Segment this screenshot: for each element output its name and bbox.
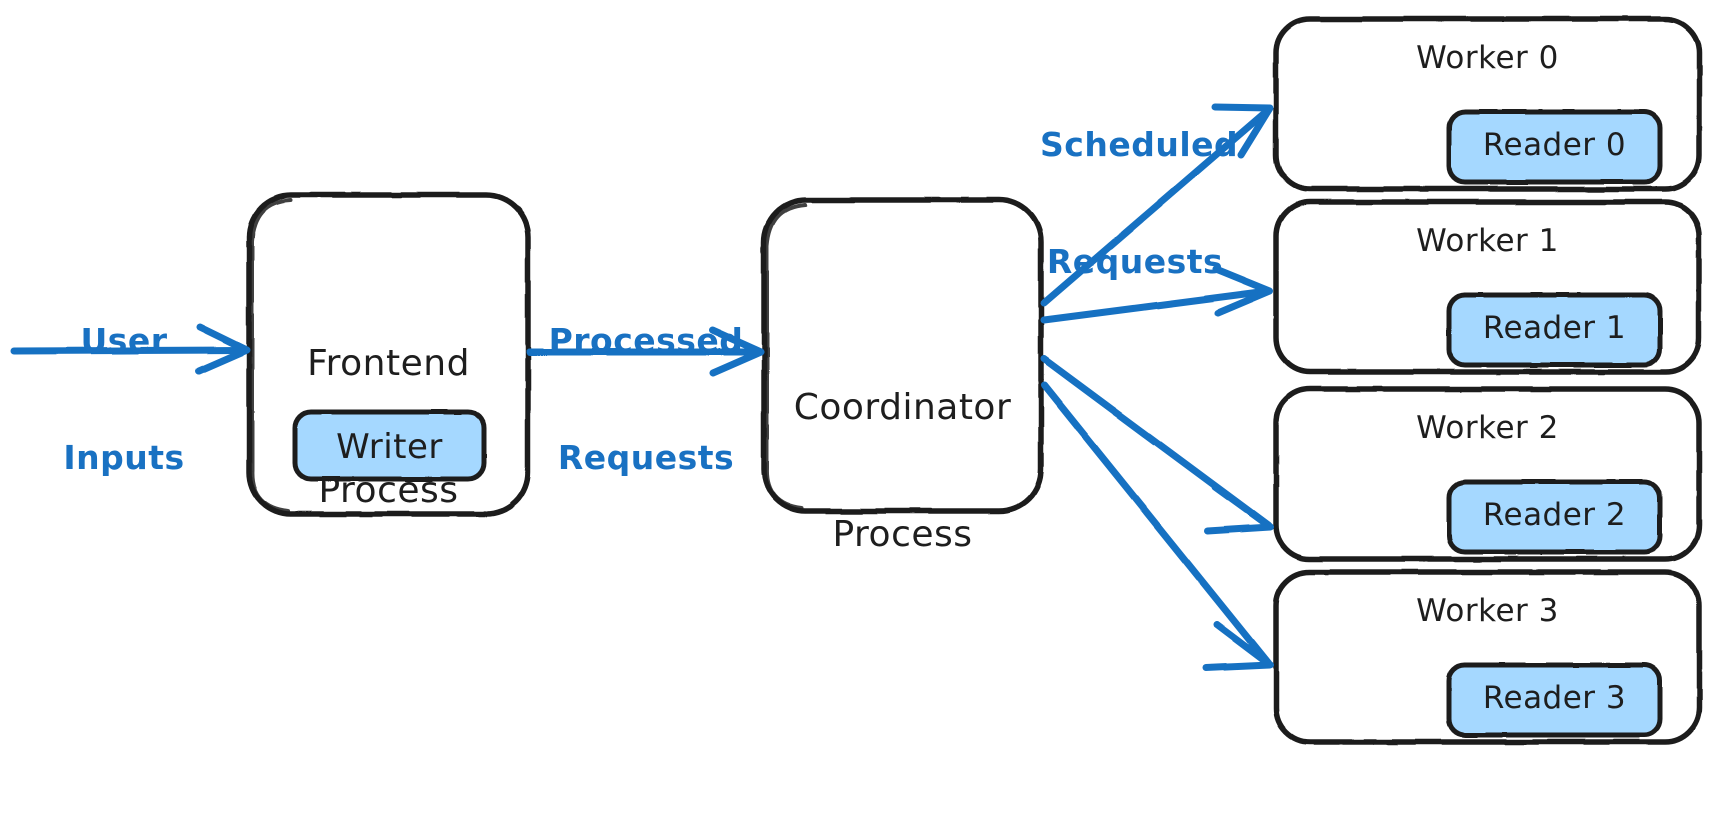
- arrow-user-inputs: [10, 323, 251, 375]
- arrow-coordinator-worker-0: [1040, 103, 1274, 307]
- arrow-coordinator-worker-3: [1040, 381, 1274, 672]
- reader-box-1[interactable]: [1446, 292, 1663, 368]
- writer-box[interactable]: [292, 409, 487, 482]
- arrow-processed-requests: [526, 326, 765, 377]
- coordinator-process-box[interactable]: [761, 197, 1044, 514]
- arrow-coordinator-worker-1: [1040, 265, 1274, 324]
- reader-box-2[interactable]: [1446, 479, 1663, 555]
- reader-box-3[interactable]: [1446, 662, 1663, 738]
- arrow-coordinator-worker-2: [1040, 355, 1274, 535]
- reader-box-0[interactable]: [1446, 109, 1663, 185]
